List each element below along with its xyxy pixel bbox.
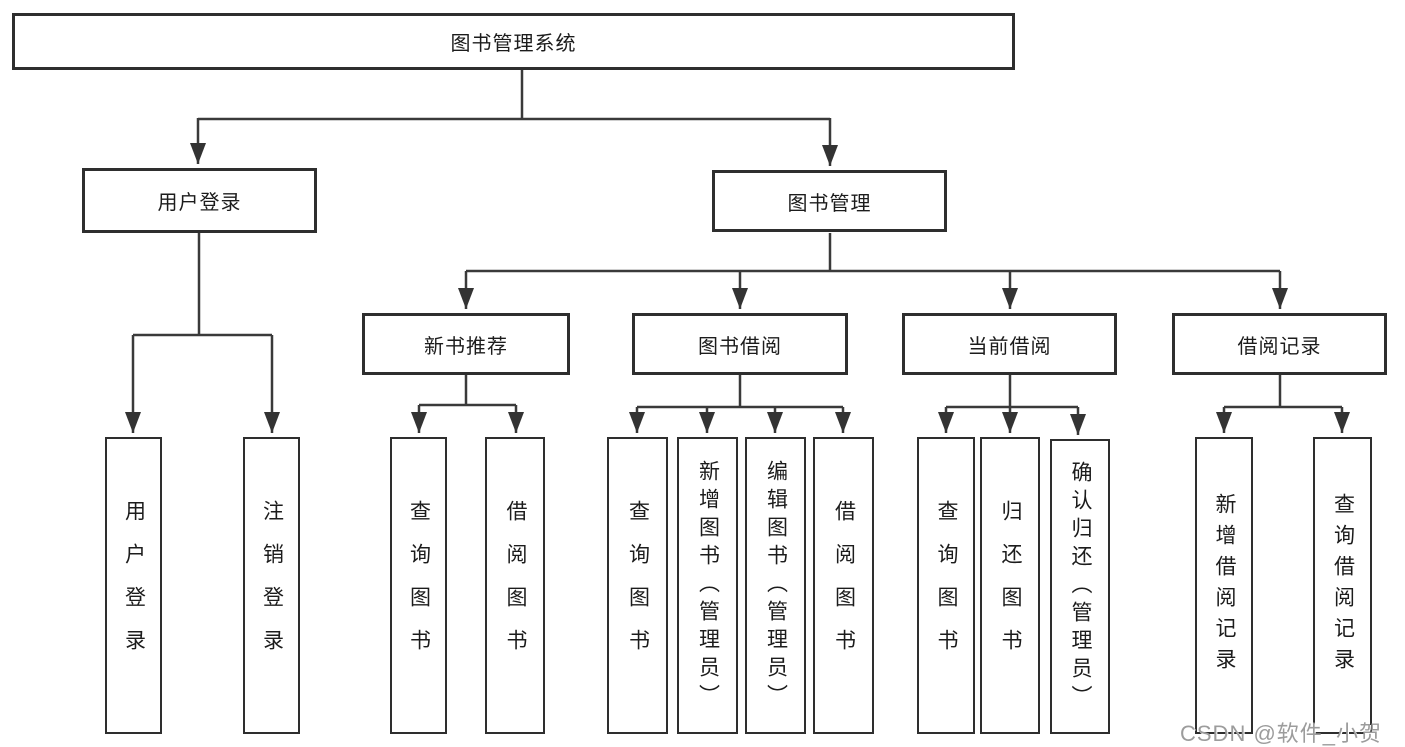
leaf-logout: 注销登录 [243,437,300,734]
csdn-watermark: CSDN @软件_小贺同学 [1180,721,1383,746]
leaf-add-borrow-record: 新增借阅记录 [1195,437,1253,734]
leaf-user-login: 用户登录 [105,437,162,734]
leaf-query-borrow-record: 查询借阅记录 [1313,437,1372,734]
leaf-return-books: 归还图书 [980,437,1040,734]
leaf-add-books-admin: 新增图书（管理员） [677,437,738,734]
leaf-edit-books-admin: 编辑图书（管理员） [745,437,806,734]
node-book-management: 图书管理 [712,170,947,232]
leaf-query-books-current: 查询图书 [917,437,975,734]
leaf-query-books-borrow: 查询图书 [607,437,668,734]
node-borrow-records: 借阅记录 [1172,313,1387,375]
leaf-query-books-recommend: 查询图书 [390,437,447,734]
node-root-library-system: 图书管理系统 [12,13,1015,70]
node-current-borrow: 当前借阅 [902,313,1117,375]
node-book-borrow: 图书借阅 [632,313,848,375]
node-new-book-recommend: 新书推荐 [362,313,570,375]
node-user-login: 用户登录 [82,168,317,233]
leaf-borrow-books-recommend: 借阅图书 [485,437,545,734]
leaf-borrow-books: 借阅图书 [813,437,874,734]
leaf-confirm-return-admin: 确认归还（管理员） [1050,439,1110,734]
